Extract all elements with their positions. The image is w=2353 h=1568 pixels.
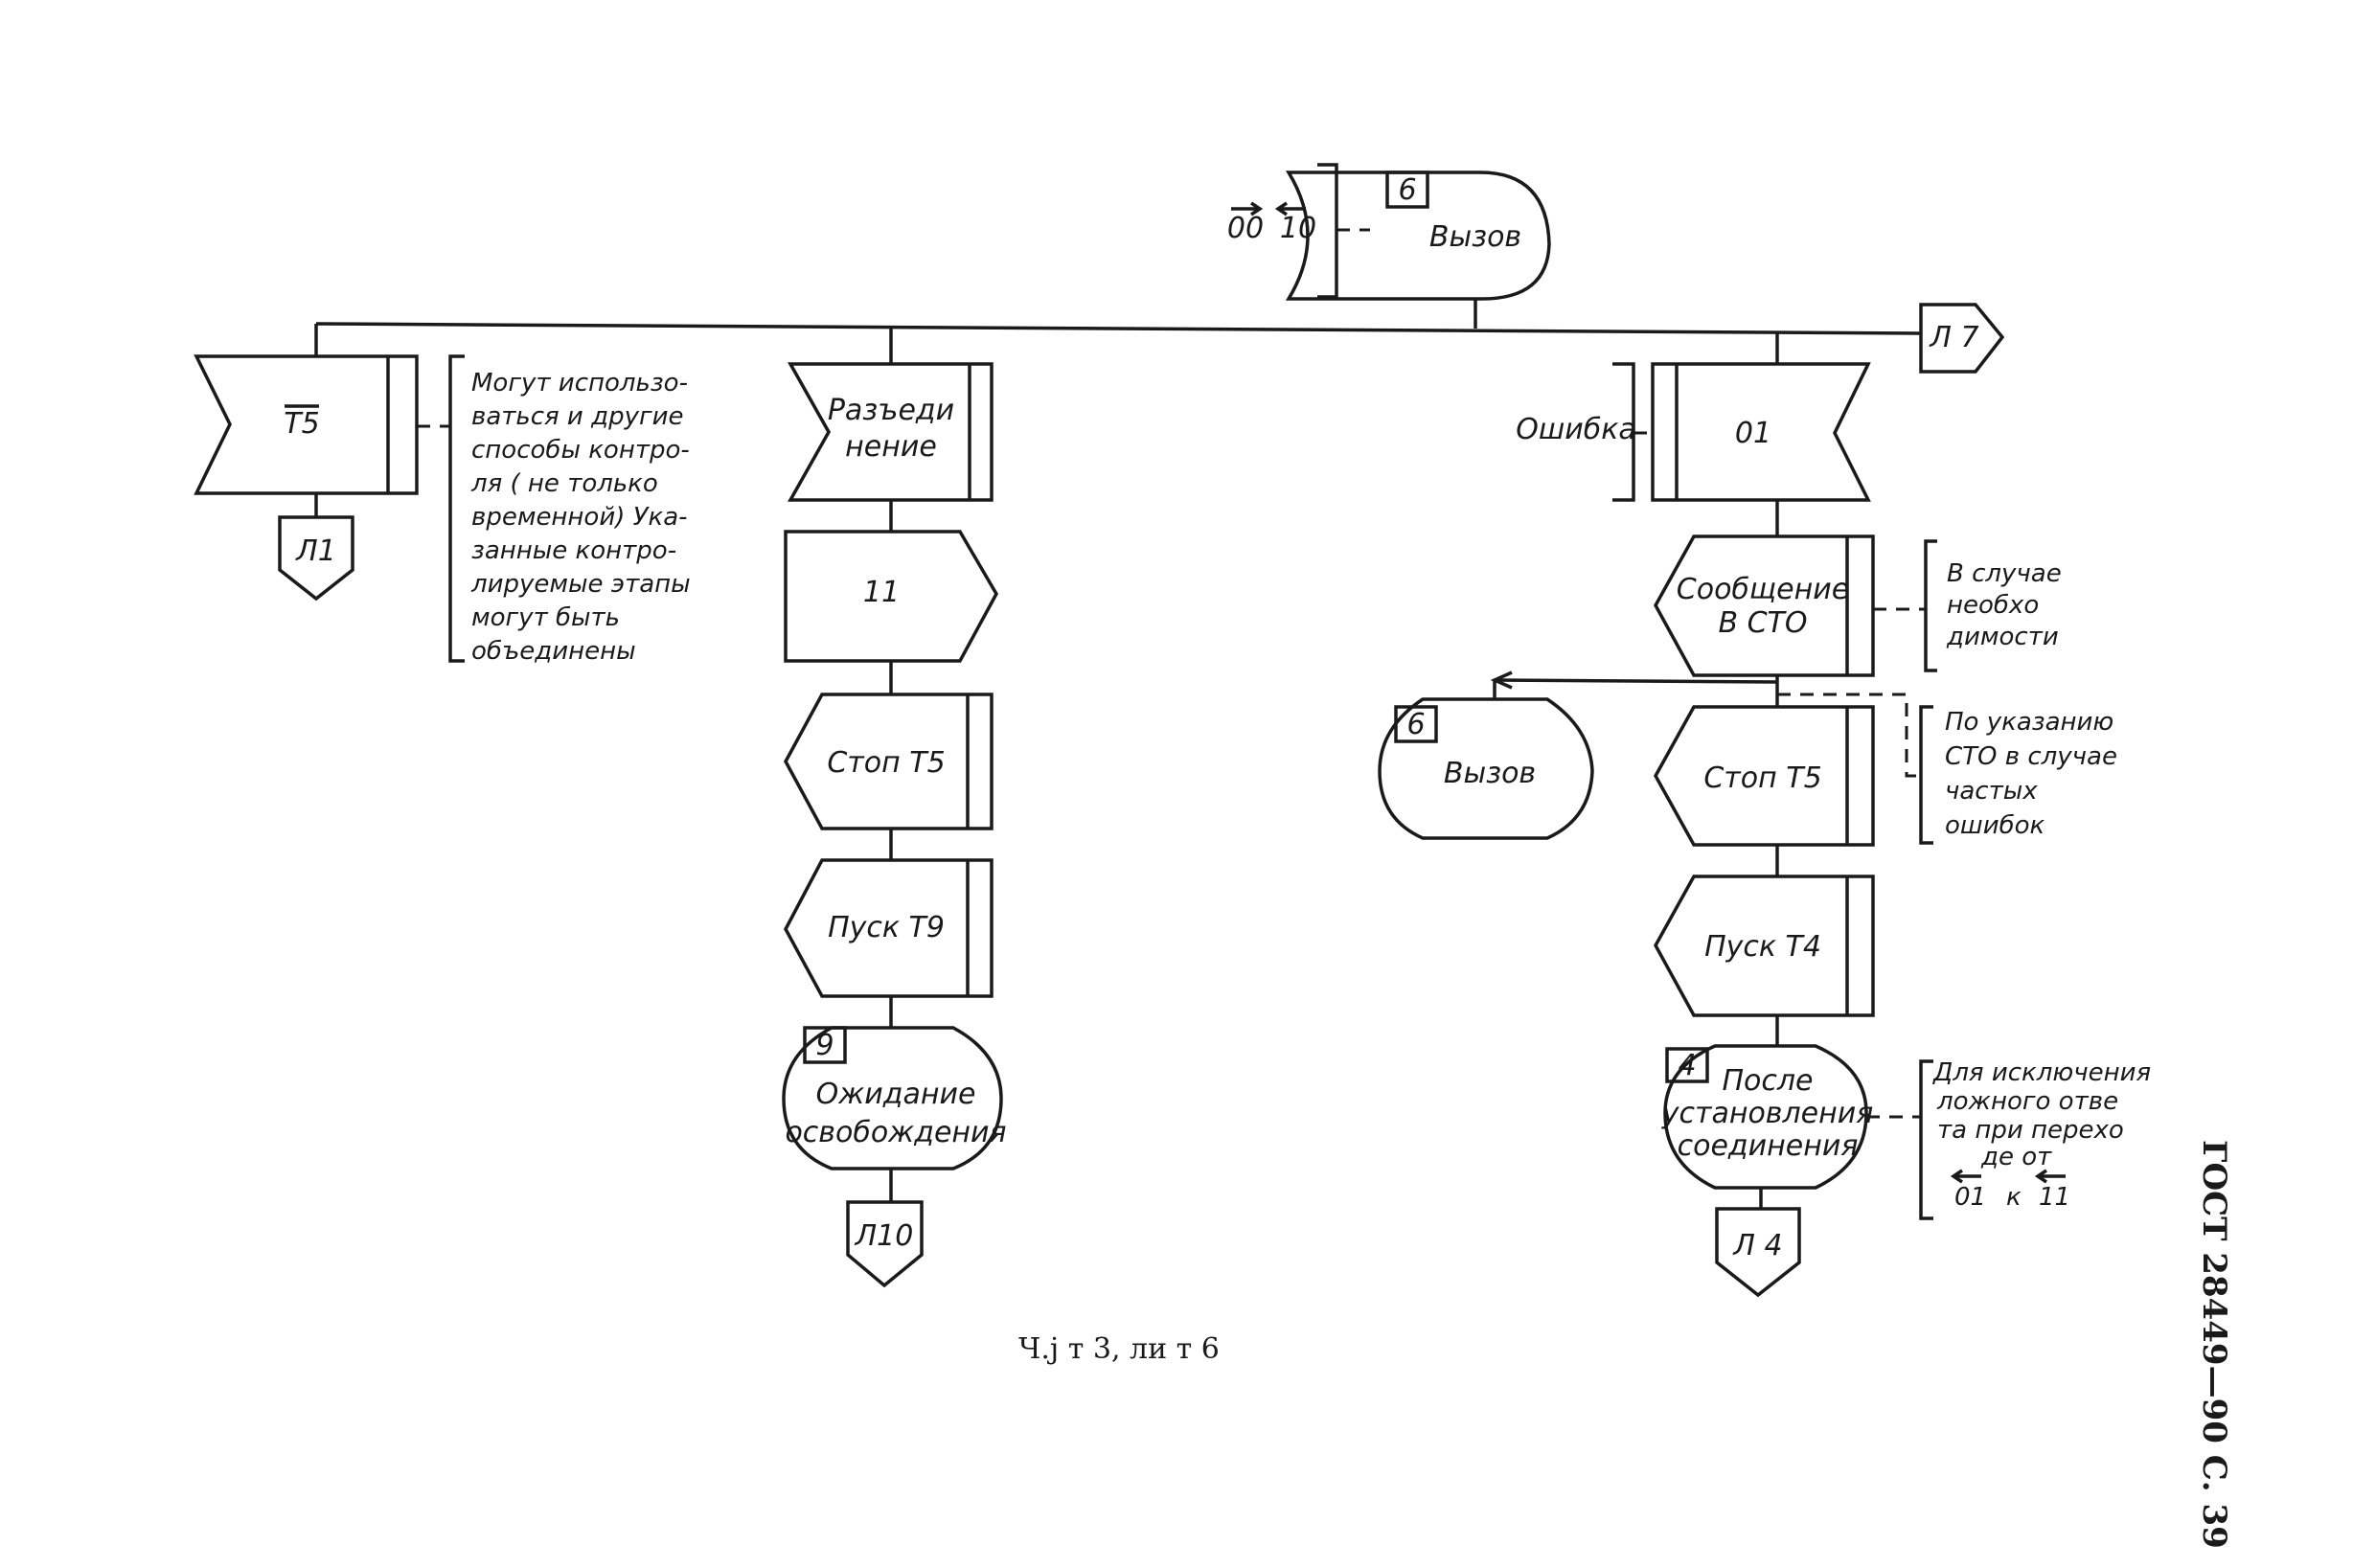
note-false-k: к [2006, 1183, 2022, 1212]
left-note-line-9: объединены [471, 637, 636, 666]
after-line-3: соединения [1678, 1129, 1859, 1163]
left-note: Могут использо- ваться и другие способы … [417, 354, 691, 666]
signal-10: 10 [1280, 212, 1316, 245]
signal-output-11: 11 [784, 530, 999, 663]
note-cto-line-3: частых [1945, 777, 2038, 806]
after-line-2: установления [1661, 1097, 1874, 1130]
left-note-line-4: ля ( не только [470, 469, 658, 498]
signal-01-label: 01 [1735, 417, 1771, 450]
call-state-top: 6 Вызов [1285, 170, 1551, 301]
connector-l10: Л10 [846, 1200, 924, 1288]
after-number: 4 [1678, 1049, 1696, 1082]
connector-l7-label: Л 7 [1929, 321, 1978, 354]
note-false-line-3: та при перехо [1937, 1116, 2124, 1145]
start-t9-label: Пуск T9 [828, 911, 945, 944]
connector-l4-label: Л 4 [1732, 1229, 1782, 1262]
wait-line-2: освобождения [785, 1116, 1006, 1149]
note-need-line-3: димости [1946, 623, 2059, 651]
call-right-label: Вызов [1444, 757, 1536, 790]
sheet-caption: Ч.ј т 3, ли т 6 [1018, 1332, 1220, 1366]
wait-number: 9 [815, 1029, 834, 1062]
stop-t5-middle-label: Стоп T5 [827, 746, 945, 780]
task-stop-t5-middle: Стоп T5 [784, 693, 994, 830]
left-note-line-8: могут быть [471, 603, 620, 632]
standard-page-caption: ГОСТ 28449—90 С. 39 [2195, 1140, 2233, 1549]
call-top-label: Вызов [1429, 220, 1521, 254]
note-cto-errors: По указанию СТО в случае частых ошибок [1919, 705, 2117, 845]
task-stop-t5-right: Стоп T5 [1653, 705, 1875, 847]
disconnect-line-1: Разъеди [828, 394, 954, 427]
cto-dashed-branch [1777, 693, 1921, 778]
left-note-line-7: лируемые этапы [470, 570, 691, 599]
main-bus [314, 299, 1922, 364]
error-note: Ошибка [1516, 362, 1653, 502]
note-need-line-2: необхо [1947, 591, 2039, 620]
output-message-cto: Сообщение В СТО [1654, 534, 1875, 677]
message-cto-line-1: Сообщение [1677, 573, 1849, 606]
state-wait-release: 9 Ожидание освобождения [782, 1026, 1007, 1170]
call-top-number: 6 [1398, 173, 1416, 207]
task-start-t4: Пуск T4 [1654, 875, 1875, 1017]
error-label: Ошибка [1516, 413, 1636, 446]
note-false-line-2: ложного отве [1936, 1087, 2118, 1116]
note-cto-line-4: ошибок [1945, 811, 2045, 840]
note-false-line-1: Для исключения [1932, 1058, 2151, 1087]
call-right-number: 6 [1406, 708, 1425, 741]
call-top-inputs: 00 10 [1227, 163, 1370, 299]
left-note-line-3: способы контро- [471, 436, 690, 465]
note-false-answer: Для исключения ложного отве та при перех… [1866, 1058, 2151, 1220]
left-note-line-6: занные контро- [471, 536, 676, 565]
note-false-line-4: де от [1980, 1143, 2052, 1171]
timer-t5-label: T5 [284, 407, 319, 441]
left-note-line-5: временной) Ука- [471, 503, 688, 532]
note-cto-line-2: СТО в случае [1945, 742, 2117, 771]
left-note-line-1: Могут использо- [471, 369, 688, 398]
task-start-t9: Пуск T9 [784, 858, 994, 998]
message-cto-line-2: В СТО [1718, 606, 1807, 640]
branch-to-call [1490, 670, 1779, 707]
after-line-1: После [1722, 1064, 1813, 1098]
note-cto-line-1: По указанию [1945, 708, 2113, 737]
error-input-01: 01 [1651, 362, 1871, 502]
note-need-line-1: В случае [1947, 559, 2062, 588]
stop-t5-right-label: Стоп T5 [1703, 761, 1821, 795]
signal-11-label: 11 [863, 576, 900, 609]
connector-l7: Л 7 [1919, 303, 2005, 374]
state-after-connection: 4 После установления соединения [1661, 1044, 1874, 1190]
connector-l4: Л 4 [1715, 1207, 1801, 1298]
connector-l1: Л1 [278, 515, 354, 602]
start-t4-label: Пуск T4 [1704, 930, 1821, 964]
signal-00: 00 [1227, 212, 1264, 245]
connector-l10-label: Л10 [855, 1219, 914, 1253]
note-false-from: 01 [1954, 1183, 1986, 1212]
left-note-line-2: ваться и другие [471, 402, 684, 431]
disconnect-line-2: нение [845, 430, 937, 464]
signal-input-disconnect: Разъеди нение [788, 362, 994, 502]
call-state-right: 6 Вызов [1378, 697, 1594, 840]
wait-line-1: Ожидание [816, 1078, 976, 1111]
connector-l1-label: Л1 [295, 534, 336, 568]
note-if-needed: В случае необхо димости [1873, 539, 2062, 672]
timer-input-t5: T5 [194, 354, 419, 495]
note-false-to: 11 [2039, 1183, 2070, 1212]
